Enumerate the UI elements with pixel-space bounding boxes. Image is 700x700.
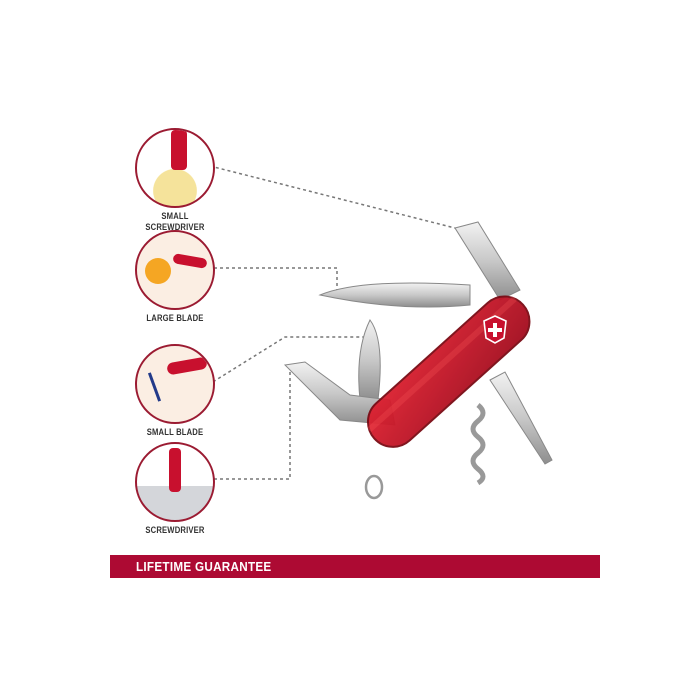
knife-handle — [366, 295, 531, 448]
feature-label: LARGE BLADE — [146, 313, 204, 323]
corkscrew — [470, 403, 486, 486]
feature-screwdriver: SCREWDRIVER — [130, 442, 220, 536]
guarantee-banner: LIFETIME GUARANTEE — [110, 555, 600, 578]
key-ring — [364, 474, 384, 500]
small-blade — [358, 319, 381, 401]
large-blade — [318, 282, 471, 308]
feature-large-blade: LARGE BLADE — [130, 230, 220, 324]
feature-label: SCREWDRIVER — [145, 525, 205, 535]
large-blade-photo — [135, 230, 215, 310]
cross-shield-icon — [483, 315, 507, 344]
awl — [489, 371, 553, 465]
feature-small-blade: SMALL BLADE — [130, 344, 220, 438]
banner-text: LIFETIME GUARANTEE — [136, 559, 272, 574]
screwdriver-photo — [135, 442, 215, 522]
small-blade-photo — [135, 344, 215, 424]
small-screwdriver-photo — [135, 128, 215, 208]
feature-label: SMALL BLADE — [146, 427, 204, 437]
can-opener — [454, 221, 521, 301]
